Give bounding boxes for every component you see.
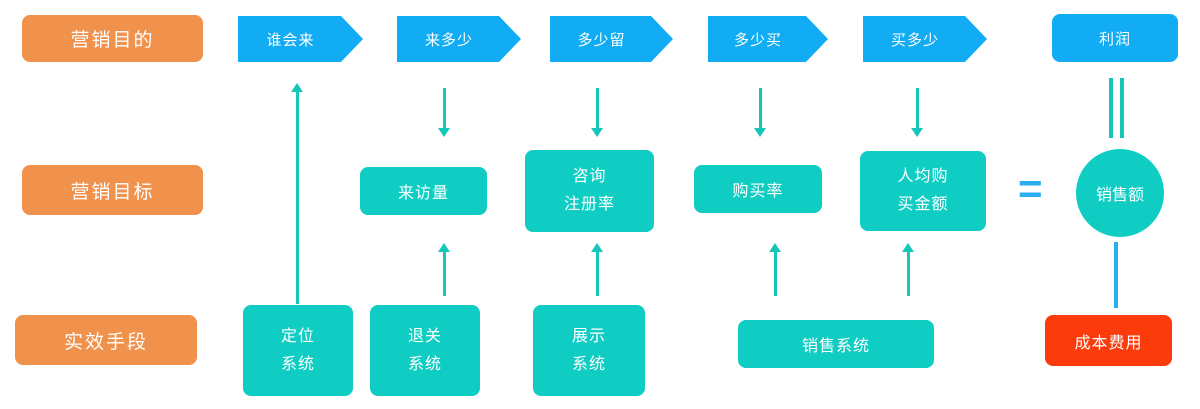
system-positioning: 定位 系统 bbox=[243, 305, 353, 396]
funnel-step-how-many-come: 来多少 bbox=[397, 16, 521, 62]
double-line-connector-left bbox=[1109, 78, 1113, 138]
row-label-marketing-target: 营销目标 bbox=[22, 165, 203, 215]
metric-visit-volume: 来访量 bbox=[360, 167, 487, 215]
system-positioning-line1: 定位 bbox=[280, 327, 315, 345]
arrow-up-icon-positioning-to-step1 bbox=[291, 83, 303, 304]
profit-box: 利润 bbox=[1052, 14, 1178, 62]
metric-avg-purchase-amount-line2: 买金额 bbox=[897, 196, 949, 213]
sales-amount-circle: 销售额 bbox=[1076, 149, 1164, 237]
row-label-marketing-purpose: 营销目的 bbox=[22, 15, 203, 62]
system-positioning-line2: 系统 bbox=[280, 355, 315, 373]
system-retention-line2: 系统 bbox=[407, 355, 442, 373]
funnel-step-who-will-come: 谁会来 bbox=[238, 16, 363, 62]
arrow-up-icon-sales-system-to-avg-amount bbox=[902, 243, 914, 296]
system-sales: 销售系统 bbox=[738, 320, 934, 368]
arrow-up-icon-retention-to-visits bbox=[438, 243, 450, 296]
cost-connector-line bbox=[1114, 242, 1118, 308]
metric-consult-register-rate-line1: 咨询 bbox=[572, 168, 607, 185]
double-line-connector-right bbox=[1120, 78, 1124, 138]
equals-sign: = bbox=[1018, 165, 1043, 212]
system-retention-line1: 退关 bbox=[407, 327, 442, 345]
system-display-line1: 展示 bbox=[571, 327, 606, 345]
arrow-up-icon-display-to-consult bbox=[591, 243, 603, 296]
funnel-step-how-many-stay: 多少留 bbox=[550, 16, 673, 62]
arrow-down-icon-step5-to-avg-amount bbox=[911, 88, 923, 137]
metric-consult-register-rate: 咨询 注册率 bbox=[525, 150, 654, 232]
funnel-step-buy-how-much: 买多少 bbox=[863, 16, 987, 62]
system-display: 展示 系统 bbox=[533, 305, 645, 396]
metric-avg-purchase-amount-line1: 人均购 bbox=[897, 168, 949, 185]
system-retention: 退关 系统 bbox=[370, 305, 480, 396]
cost-expense-box: 成本费用 bbox=[1045, 315, 1172, 366]
metric-avg-purchase-amount: 人均购 买金额 bbox=[860, 151, 986, 231]
arrow-down-icon-step3-to-consult bbox=[591, 88, 603, 137]
arrow-up-icon-sales-system-to-purchase-rate bbox=[769, 243, 781, 296]
arrow-down-icon-step2-to-visits bbox=[438, 88, 450, 137]
funnel-step-how-many-buy: 多少买 bbox=[708, 16, 828, 62]
arrow-down-icon-step4-to-purchase-rate bbox=[754, 88, 766, 137]
metric-purchase-rate: 购买率 bbox=[694, 165, 822, 213]
row-label-effective-means: 实效手段 bbox=[15, 315, 197, 365]
system-display-line2: 系统 bbox=[571, 355, 606, 373]
metric-consult-register-rate-line2: 注册率 bbox=[563, 196, 615, 213]
